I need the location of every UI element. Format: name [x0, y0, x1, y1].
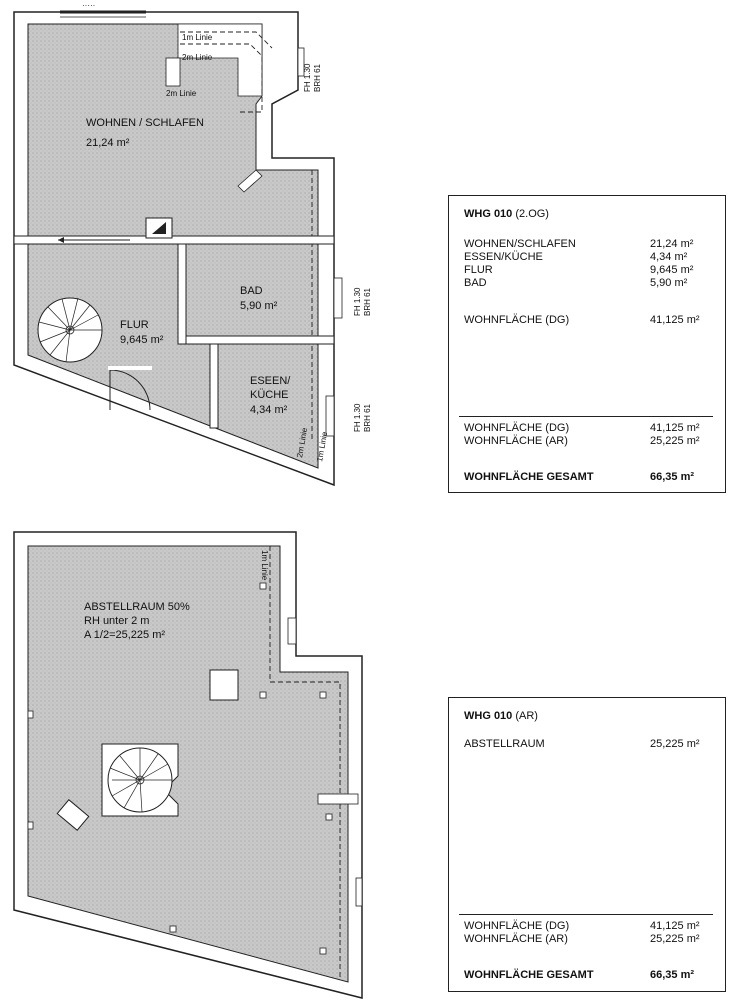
summary-ar-divider: [459, 914, 713, 915]
summary-ar-footer-row: WOHNFLÄCHE (DG)41,125 m²: [464, 920, 700, 932]
line-2m-label: 2m Linie: [182, 53, 213, 62]
window-3-fh: FH 1.30: [353, 403, 362, 432]
window-1-fh: FH 1.30: [303, 63, 312, 92]
summary-dg-footer-row: WOHNFLÄCHE (DG)41,125 m²: [464, 422, 700, 434]
room-bad-area: 5,90 m²: [240, 300, 278, 312]
summary-dg-subtotal: WOHNFLÄCHE (DG)41,125 m²: [464, 314, 700, 326]
plan-ar: ABSTELLRAUM 50% RH unter 2 m A 1/2=25,22…: [13, 531, 363, 999]
summary-dg-footer-row: WOHNFLÄCHE (AR)25,225 m²: [464, 435, 700, 447]
window-3-brh: BRH 61: [363, 403, 372, 432]
summary-ar-footer-row: WOHNFLÄCHE (AR)25,225 m²: [464, 933, 700, 945]
room-flur-area: 9,645 m²: [120, 334, 164, 346]
plan-dg: ·····: [13, 1, 372, 487]
svg-text:·····: ·····: [82, 1, 95, 10]
line-2m-label-b: 2m Linie: [166, 89, 197, 98]
room-wohnen-name: WOHNEN / SCHLAFEN: [86, 117, 204, 129]
window-1-brh: BRH 61: [313, 63, 322, 92]
window-2-fh: FH 1.30: [353, 287, 362, 316]
ar-room-line3: A 1/2=25,225 m²: [84, 629, 165, 641]
room-bad-name: BAD: [240, 285, 263, 297]
room-kueche-name1: ESEEN/: [250, 375, 291, 387]
room-flur-name: FLUR: [120, 319, 149, 331]
room-kueche-name2: KÜCHE: [250, 389, 289, 401]
line-1m-label: 1m Linie: [182, 33, 213, 42]
spiral-stair-ar: [101, 743, 179, 817]
room-kueche-area: 4,34 m²: [250, 404, 288, 416]
summary-dg-divider: [459, 416, 713, 417]
ar-room-line2: RH unter 2 m: [84, 615, 149, 627]
spiral-stair-dg: [37, 297, 103, 363]
ar-room-line1: ABSTELLRAUM 50%: [84, 601, 190, 613]
summary-dg-title: WHG 010 (2.OG): [464, 208, 549, 220]
ar-line-1m-label: 1m Linie: [260, 550, 269, 581]
room-wohnen-area: 21,24 m²: [86, 137, 130, 149]
summary-ar-title: WHG 010 (AR): [464, 710, 538, 722]
window-2-brh: BRH 61: [363, 287, 372, 316]
